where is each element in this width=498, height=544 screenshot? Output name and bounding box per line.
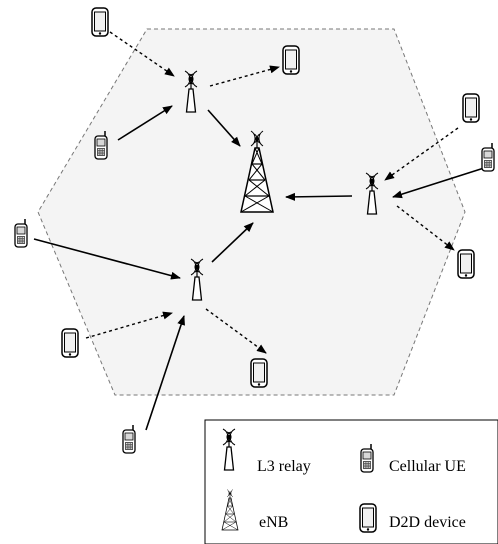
d2d-link-3 <box>384 127 459 181</box>
d2d-link-4 <box>396 205 455 251</box>
legend-cellular-label: Cellular UE <box>389 458 466 475</box>
legend-box <box>204 419 498 544</box>
d2d-device-icon <box>457 249 475 279</box>
cellular-ue-icon <box>122 424 136 454</box>
d2d-device-icon <box>462 93 480 123</box>
legend-d2d-label: D2D device <box>389 514 466 531</box>
link-ue-to-relay1 <box>117 105 173 141</box>
link-ue-to-relay3-bottom <box>145 315 185 431</box>
d2d-device-icon <box>91 7 109 37</box>
d2d-device-icon <box>282 45 300 75</box>
legend-d2d-icon <box>359 503 377 533</box>
d2d-link-5 <box>85 311 173 339</box>
link-relay2-to-enb <box>285 192 353 201</box>
link-ue-to-relay3 <box>33 238 181 280</box>
cellular-links <box>33 105 485 431</box>
d2d-device-icon <box>250 358 268 388</box>
link-ue-to-relay2 <box>392 167 485 199</box>
cellular-ue-icon <box>481 142 495 172</box>
legend: L3 relay Cellular UE eNB D2D device <box>204 419 498 544</box>
d2d-link-1 <box>109 31 175 77</box>
legend-enb-label: eNB <box>259 514 288 531</box>
d2d-links <box>85 31 459 354</box>
d2d-device-icon <box>61 328 79 358</box>
link-relay3-to-enb <box>211 222 254 263</box>
link-relay1-to-enb <box>207 109 241 147</box>
cellular-ue-icon <box>14 218 28 248</box>
d2d-link-6 <box>205 308 267 354</box>
legend-relay-label: L3 relay <box>257 458 311 475</box>
